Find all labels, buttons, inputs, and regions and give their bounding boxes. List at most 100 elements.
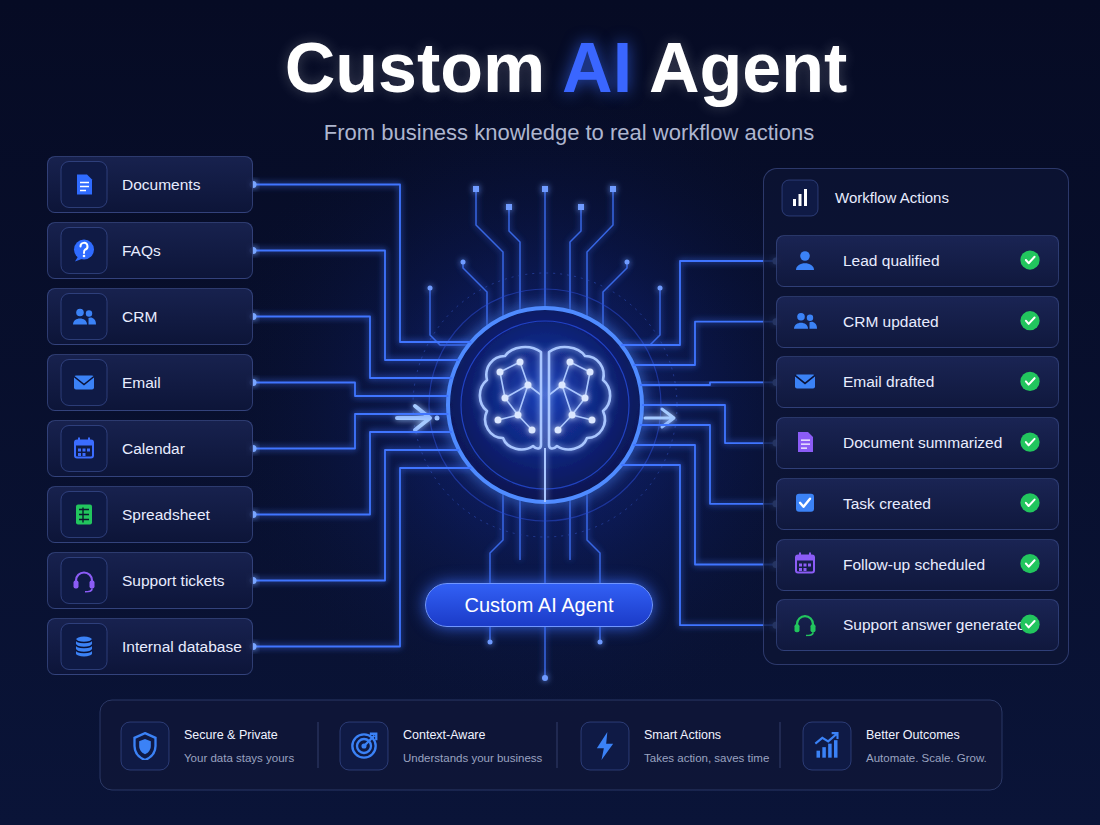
circuit-lines — [430, 290, 470, 345]
brain-nodes — [589, 417, 596, 424]
source-icon — [75, 438, 93, 458]
title-word: Custom — [285, 29, 562, 107]
connector — [253, 251, 459, 361]
feature-text: Your data stays yours — [184, 751, 311, 765]
circuit-lines — [587, 192, 613, 316]
circuit-lines — [476, 192, 503, 316]
source-label: CRM — [122, 308, 157, 326]
source-icon — [74, 376, 94, 390]
action-item: CRM updated — [776, 296, 1059, 348]
brain-nodes — [587, 369, 594, 376]
brain-nodes — [502, 395, 509, 402]
circuit-lines — [509, 210, 520, 310]
action-icon — [796, 494, 814, 512]
done-check — [1020, 250, 1039, 269]
source-label: Calendar — [122, 440, 185, 458]
connector — [640, 382, 776, 385]
brain-nodes — [515, 412, 522, 419]
brain-nodes — [529, 427, 536, 434]
brain-icon — [549, 362, 592, 430]
feature-icon-box — [121, 722, 851, 770]
feature-icon — [352, 734, 376, 758]
circuit-lines — [620, 290, 660, 345]
connector — [633, 322, 776, 365]
title: Custom AI Agent — [0, 26, 1100, 110]
brain-nodes — [569, 412, 576, 419]
connector — [253, 383, 448, 397]
circuit-pads — [488, 640, 493, 645]
source-label: FAQs — [122, 242, 161, 260]
source-icon — [74, 573, 95, 593]
circuit-pads — [610, 186, 616, 192]
connector — [621, 261, 776, 345]
connector — [253, 432, 452, 515]
connector — [253, 450, 459, 581]
action-item: Lead qualified — [776, 235, 1059, 287]
panel-heading: Workflow Actions — [835, 187, 949, 209]
brain-nodes — [497, 369, 504, 376]
brain-icon — [480, 347, 610, 502]
feature-heading: Secure & Private — [184, 728, 311, 743]
brain-nodes — [495, 359, 596, 434]
brain-icon — [544, 448, 546, 502]
source-label: Internal database — [122, 638, 242, 656]
feature-icon-box — [121, 722, 169, 770]
action-icon — [794, 313, 817, 329]
source-box: Support tickets — [47, 552, 253, 609]
panel-icon — [782, 180, 818, 216]
feature-band — [100, 700, 1002, 790]
actions-panel: Workflow ActionsLead qualifiedCRM update… — [763, 168, 1069, 665]
action-item: Document summarized — [776, 417, 1059, 469]
connector — [253, 185, 471, 343]
feature-heading: Better Outcomes — [866, 728, 993, 743]
done-check — [1020, 554, 1039, 573]
action-item: Task created — [776, 478, 1059, 530]
source-icon — [77, 175, 92, 195]
source-label: Email — [122, 374, 161, 392]
action-label: Task created — [843, 495, 931, 513]
circuit-lines — [570, 210, 581, 310]
source-icon-box — [61, 294, 107, 340]
feature-item: Better OutcomesAutomate. Scale. Grow. — [803, 716, 993, 776]
feature-item: Context-AwareUnderstands your business — [340, 716, 552, 776]
source-icon-box — [61, 228, 107, 274]
flow-arrows — [397, 406, 430, 430]
action-icon — [796, 251, 814, 270]
feature-icon — [815, 733, 837, 758]
done-check — [1020, 432, 1039, 451]
connector — [253, 317, 452, 379]
feature-icon-box — [340, 722, 388, 770]
source-box: Internal database — [47, 618, 253, 675]
circuit-pads — [625, 260, 630, 265]
feature-icon — [597, 732, 613, 760]
action-icon — [795, 374, 815, 388]
circuit-lines — [519, 500, 521, 560]
feature-text: Automate. Scale. Grow. — [866, 751, 993, 765]
brain-nodes — [517, 359, 524, 366]
panel-icon — [793, 189, 807, 206]
panel-icon — [782, 180, 818, 216]
feature-item: Smart ActionsTakes action, saves time — [581, 716, 776, 776]
circuit-pads — [542, 675, 548, 681]
feature-heading: Context-Aware — [403, 728, 552, 743]
flow-dot — [435, 416, 440, 421]
source-icon-box — [61, 360, 107, 406]
connector — [642, 405, 776, 443]
source-label: Support tickets — [122, 572, 225, 590]
feature-text: Understands your business — [403, 751, 552, 765]
title-word: Agent — [649, 29, 847, 107]
source-icon — [73, 309, 96, 325]
source-icon-box — [61, 426, 107, 472]
circuit-lines — [544, 192, 546, 308]
action-icon — [795, 616, 816, 636]
action-label: Lead qualified — [843, 252, 940, 270]
connector — [633, 445, 776, 565]
brain-nodes — [525, 382, 532, 389]
agent-rings — [413, 273, 677, 537]
circuit-pads — [578, 204, 584, 210]
title-word: AI — [562, 29, 649, 107]
source-icon — [73, 175, 96, 657]
source-icon-box — [61, 162, 107, 670]
brain-icon — [498, 362, 541, 430]
